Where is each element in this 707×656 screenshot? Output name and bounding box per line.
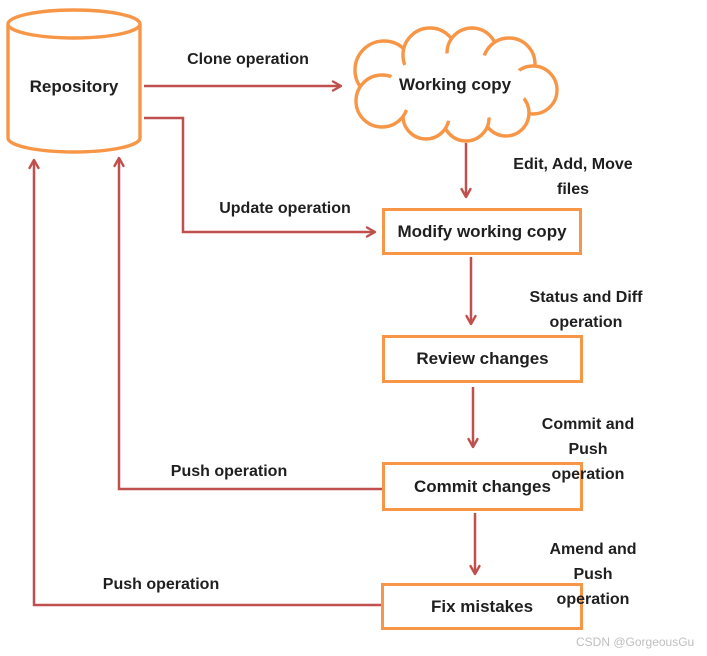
amend-push-operation-label: Amend and Push operation — [549, 541, 637, 608]
working-copy-label: Working copy — [398, 75, 512, 94]
node-review-changes: Review changes — [382, 335, 583, 383]
status-diff-operation-label: Status and Diff operation — [529, 289, 643, 331]
fix-mistakes-label: Fix mistakes — [430, 596, 534, 616]
modify-working-copy-label: Modify working copy — [397, 221, 567, 241]
node-modify-working-copy: Modify working copy — [382, 208, 582, 255]
node-fix-mistakes: Fix mistakes — [381, 583, 583, 630]
push-operation-commit-label: Push operation — [170, 463, 288, 480]
working-copy-cloud — [353, 26, 559, 143]
push-from-fix-arrow — [28, 158, 381, 607]
edit-add-move-label: Edit, Add, Move files — [513, 156, 633, 198]
commit-push-operation-label: Commit and Push operation — [541, 416, 635, 483]
push-from-commit-arrow — [113, 156, 382, 491]
node-commit-changes: Commit changes — [382, 462, 583, 511]
repository-label: Repository — [29, 77, 119, 96]
update-operation-label: Update operation — [219, 200, 351, 217]
update-arrow — [144, 116, 377, 238]
review-changes-label: Review changes — [416, 349, 549, 368]
clone-operation-label: Clone operation — [187, 51, 309, 68]
commit-changes-label: Commit changes — [414, 476, 551, 496]
repository-cylinder — [6, 8, 142, 154]
watermark-text: CSDN @GorgeousGu — [576, 635, 695, 649]
push-operation-fix-label: Push operation — [102, 576, 220, 593]
